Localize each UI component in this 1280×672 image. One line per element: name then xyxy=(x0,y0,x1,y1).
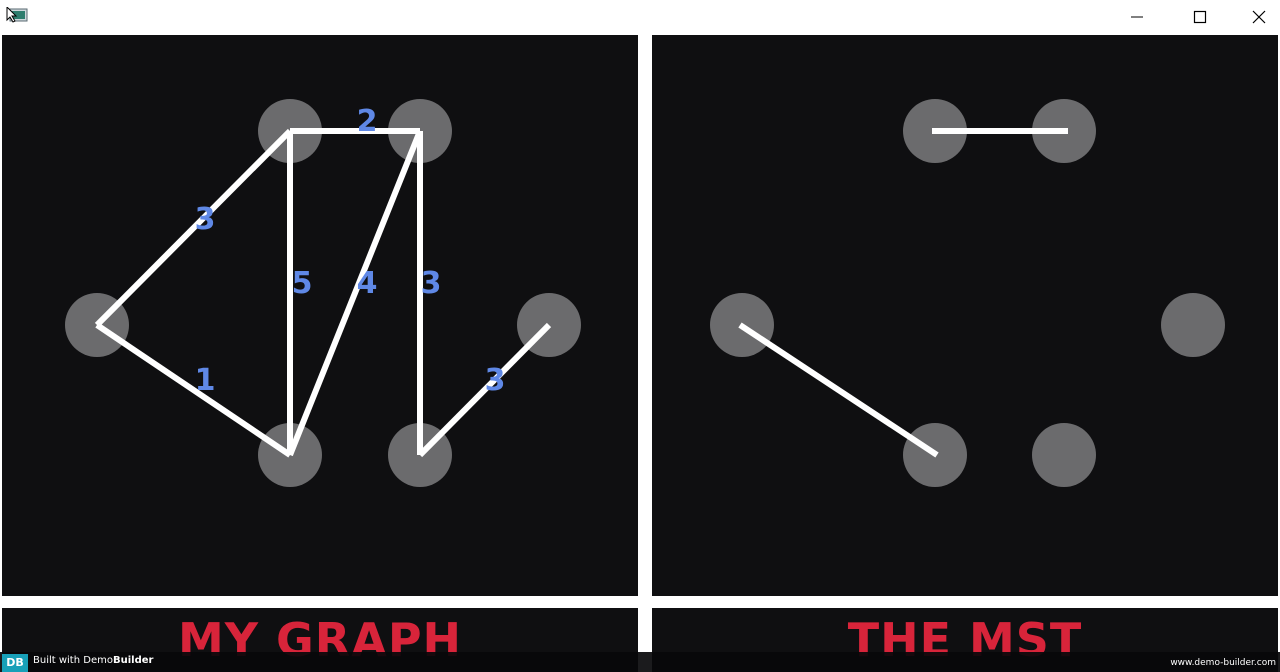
minimize-icon xyxy=(1131,16,1143,17)
app-icon xyxy=(6,7,28,23)
built-with-brand: Builder xyxy=(112,655,154,666)
graph-canvas: 3 2 5 4 3 1 3 xyxy=(65,99,581,487)
mst-node-bottom-right[interactable] xyxy=(1032,423,1096,487)
minimize-button[interactable] xyxy=(1108,0,1166,33)
edge-weight-label: 3 xyxy=(485,363,506,398)
edge-weight-label: 1 xyxy=(195,363,216,398)
graph-panel: 3 2 5 4 3 1 3 xyxy=(2,35,638,596)
built-with-text[interactable]: Built with DemoBuilder xyxy=(33,654,153,668)
edge-weight-label: 3 xyxy=(195,202,216,237)
mst-node-right[interactable] xyxy=(1161,293,1225,357)
mst-canvas xyxy=(710,99,1225,487)
graph-edge xyxy=(287,129,423,457)
mst-edge xyxy=(738,322,939,458)
built-with-prefix: Built with Demo xyxy=(33,655,113,666)
edge-weight-label: 4 xyxy=(357,266,378,301)
close-icon xyxy=(1252,10,1266,23)
graph-edge xyxy=(95,322,292,458)
maximize-button[interactable] xyxy=(1171,0,1229,33)
graph-edge xyxy=(94,128,293,328)
edge-weight-label: 5 xyxy=(292,266,313,301)
footer-bar: DB Built with DemoBuilder www.demo-build… xyxy=(0,652,1280,672)
mst-panel xyxy=(652,35,1278,596)
site-url[interactable]: www.demo-builder.com xyxy=(1170,658,1276,668)
edge-weight-label: 2 xyxy=(357,104,378,139)
graph-edge xyxy=(417,322,552,458)
demo-builder-logo: DB xyxy=(2,654,28,672)
title-bar[interactable] xyxy=(0,0,1280,33)
maximize-icon xyxy=(1193,10,1207,23)
close-button[interactable] xyxy=(1230,0,1280,33)
edge-weight-label: 3 xyxy=(421,266,442,301)
